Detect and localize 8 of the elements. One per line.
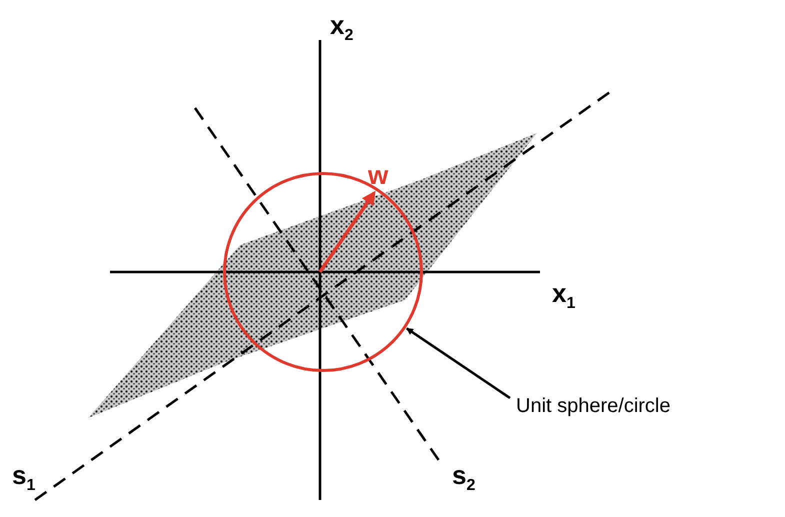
annotation-text: Unit sphere/circle (516, 394, 671, 418)
unit-circle (223, 172, 423, 372)
axis-label: s$_{2}$ (452, 462, 476, 494)
axis-label: s$_{1}$ (12, 462, 36, 494)
axis-label: x$_{2}$ (330, 12, 354, 44)
leader-arrow (406, 327, 511, 400)
vector-label: w (368, 162, 388, 188)
axis-label: x$_{1}$ (552, 280, 576, 312)
